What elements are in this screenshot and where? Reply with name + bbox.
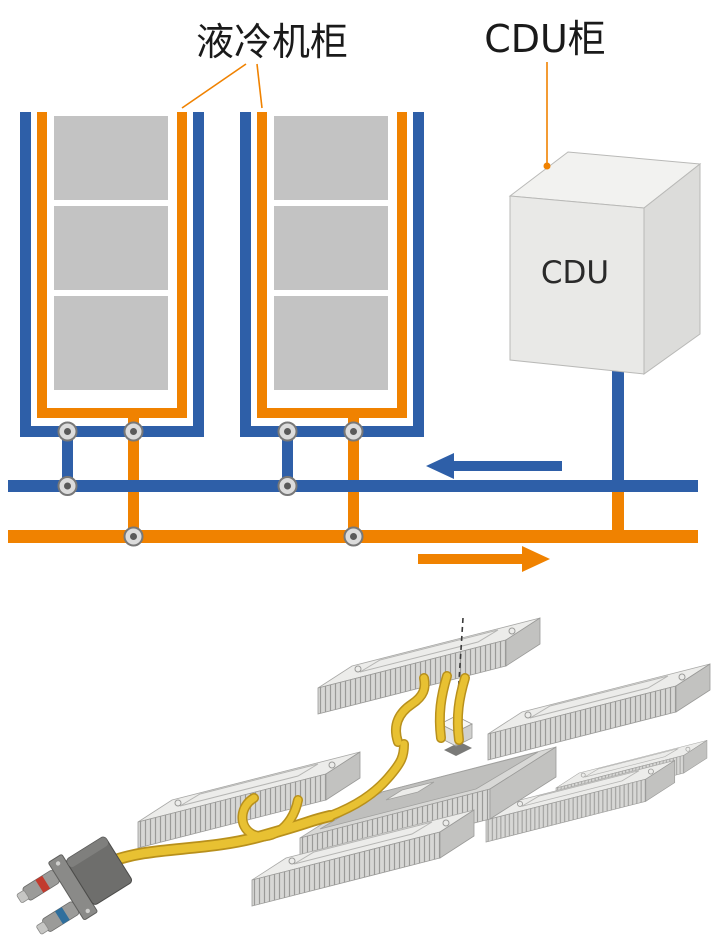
- cabinet2-orange-drop: [348, 418, 359, 536]
- arrow-left-icon: [426, 453, 562, 479]
- cabinet2-blue-drop: [282, 437, 293, 486]
- pipe-valve-icon: [277, 476, 298, 496]
- cdu-leader-line: [543, 62, 551, 170]
- pipe-valve-icon: [57, 476, 78, 496]
- cabinet2-server-1: [274, 116, 388, 200]
- pipe-valve-icon: [343, 421, 364, 442]
- cabinet2-blue-pipe-right: [413, 112, 424, 437]
- cdu-blue-riser: [612, 366, 624, 486]
- cooling-module-upper-center: [317, 617, 541, 715]
- cabinet2-server-3: [274, 296, 388, 390]
- connector-port-red-band: [35, 875, 51, 893]
- cabinet2-orange-pipe-bottom: [257, 408, 407, 418]
- cabinet1-server-1: [54, 116, 168, 200]
- cabinet1-server-3: [54, 296, 168, 390]
- tray-socket: [444, 742, 472, 756]
- tray-inner-block: [385, 781, 435, 801]
- cabinet2-orange-pipe-right: [397, 112, 407, 418]
- cabinet1-orange-pipe-right: [177, 112, 187, 418]
- cabinet1-server-2: [54, 206, 168, 290]
- callout-leader-line: [181, 63, 263, 109]
- coolant-tube: [105, 672, 469, 867]
- blue-main-supply-line: [8, 480, 698, 492]
- pipe-valve-icon: [123, 421, 144, 442]
- label-cooling-cabinet: 液冷机柜: [196, 20, 348, 64]
- cabinet1-blue-pipe-bottom: [20, 426, 204, 437]
- arrow-right-icon: [418, 546, 550, 572]
- server-stacks: [54, 116, 388, 390]
- pipe-junctions: [57, 421, 364, 547]
- cdu-orange-riser: [612, 486, 624, 536]
- cdu-box-front-face: [509, 195, 645, 375]
- cabinet1-blue-pipe-left: [20, 112, 31, 437]
- pipe-valve-icon: [57, 421, 78, 442]
- cabinet2-server-2: [274, 206, 388, 290]
- connector-port-blue-band: [54, 907, 70, 925]
- cooling-module-upper-right: [487, 663, 711, 761]
- liquid-quick-connector: [16, 836, 133, 935]
- pipe-valve-icon: [123, 526, 144, 547]
- cabinet2-orange-pipe-left: [257, 112, 267, 418]
- cabinet1-orange-pipe-bottom: [37, 408, 187, 418]
- cabinet2-blue-pipe-left: [240, 112, 251, 437]
- coolant-tubes: [104, 671, 470, 868]
- cdu-box: CDU: [508, 151, 702, 375]
- center-chassis-tray: [299, 746, 557, 869]
- cabinet2-blue-pipe-bottom: [240, 426, 424, 437]
- connector-body-highlight: [66, 837, 109, 868]
- cabinet1-blue-drop: [62, 437, 73, 486]
- pipe-valve-icon: [277, 421, 298, 442]
- orange-return-pipe-network: [37, 112, 624, 536]
- cabinet1-blue-pipe-right: [193, 112, 204, 437]
- label-cdu-cabinet: CDU柜: [484, 17, 606, 61]
- cabinet1-orange-pipe-left: [37, 112, 47, 418]
- blue-supply-pipe-network: [20, 112, 624, 486]
- connector-port-tip: [36, 921, 49, 935]
- connector-port-tip: [16, 890, 29, 903]
- pipe-valve-icon: [343, 526, 364, 547]
- cdu-box-label: CDU: [541, 255, 609, 291]
- cabinet1-orange-drop: [128, 418, 139, 536]
- liquid-cooled-module-cluster: [137, 617, 711, 907]
- dashed-insert-line: [456, 617, 464, 713]
